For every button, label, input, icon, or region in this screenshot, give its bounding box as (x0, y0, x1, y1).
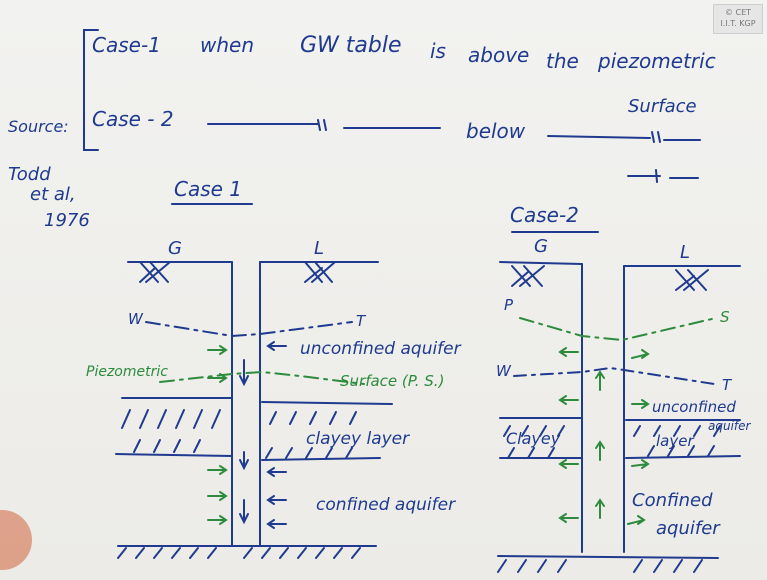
case2-unconfined-aquifer: aquifer (708, 419, 752, 433)
case2-well-g: G (534, 236, 548, 257)
case2-title: Case-2 (510, 203, 579, 227)
case1-when: when (200, 33, 254, 57)
case2-well-l: L (680, 242, 690, 263)
case1-above: above (468, 43, 529, 67)
case1-clayey: clayey layer (306, 429, 410, 449)
case2-below: below (466, 119, 526, 143)
source-label: Source: (8, 117, 69, 136)
case1-well-g: G (168, 238, 182, 259)
case2-confined: Confined (632, 490, 713, 511)
case2-w: W (496, 362, 512, 380)
case1-piezometric: piezometric (597, 49, 716, 73)
citation-etal: et al, (30, 184, 76, 205)
case2-diagram (497, 261, 741, 573)
case1-w: W (128, 310, 144, 328)
logo-line-1: © CET (724, 8, 752, 17)
case2-p: P (504, 296, 514, 314)
case1-well-l: L (314, 238, 324, 259)
case1-title: Case 1 (174, 177, 242, 201)
case1-t: T (356, 312, 367, 330)
case1-label: Case-1 (92, 33, 161, 57)
citation-author: Todd (8, 164, 51, 185)
ditto-line-3 (547, 135, 651, 139)
ditto-line-4 (627, 169, 699, 183)
case1-diagram (115, 261, 393, 559)
citation-year: 1976 (44, 210, 90, 231)
case2-layer: layer (656, 432, 694, 450)
case1-piezometric-line (159, 370, 365, 385)
case2-label: Case - 2 (92, 107, 174, 131)
case2-clayey: Clayey (506, 429, 561, 448)
case2-unconfined: unconfined (652, 398, 736, 416)
watermark-logo: © CET I.I.T. KGP (713, 4, 763, 34)
header-bracket (83, 29, 99, 151)
case2-t: T (722, 376, 733, 394)
case2-confined-aquifer: aquifer (656, 518, 721, 539)
case1-the: the (546, 49, 579, 73)
case1-is: is (430, 39, 446, 63)
case1-confined: confined aquifer (316, 495, 456, 515)
logo-line-2: I.I.T. KGP (720, 19, 756, 28)
case1-surface-ps: Surface (P. S.) (340, 372, 444, 390)
case2-piezometric-line (519, 317, 717, 342)
surface-word: Surface (628, 96, 697, 117)
case1-piezometric-label: Piezometric (86, 364, 168, 380)
case1-gw-table: GW table (300, 33, 402, 58)
case2-s: S (720, 308, 730, 326)
case1-unconfined: unconfined aquifer (300, 339, 462, 359)
